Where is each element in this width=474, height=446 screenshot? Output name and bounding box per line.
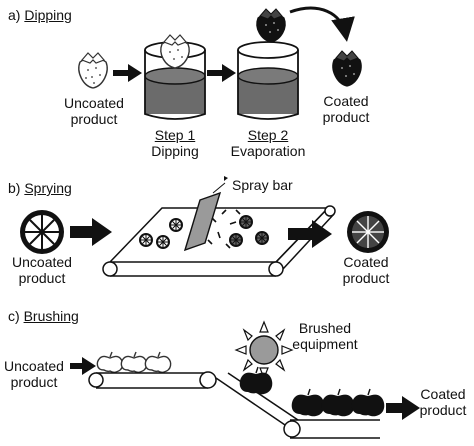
lower-brush-conveyor [283,419,380,439]
section-b-name: Sprying [24,180,72,196]
section-b-title: b) Sprying [8,180,72,196]
spray-bar-label: Spray bar [232,177,293,193]
dipping-strawberry-icon [160,34,190,69]
uncoated-strawberry-icon [78,52,108,89]
dipping-beaker [144,41,206,120]
coated-orange-icon [347,211,389,253]
brushed-apple-icon [239,366,273,395]
arrow-into-brushing [70,357,96,375]
coated-strawberry-icon [332,50,362,87]
spray-conveyor [102,205,336,277]
arrow-to-evaporation [207,64,236,82]
arrow-out-of-conveyor [288,220,332,248]
upper-brush-conveyor [88,371,217,389]
evaporation-beaker [237,41,299,120]
evaporating-strawberry-icon [256,8,286,43]
uncoated-orange-icon [20,210,64,254]
uncoated-apples [96,351,172,373]
section-c-name: Brushing [23,308,79,324]
arrow-to-dipping [113,64,142,82]
arrow-out-of-brushing [386,396,420,420]
coated-apples [291,388,385,417]
arrow-into-conveyor [70,218,112,246]
brush-chute [215,372,299,428]
spray-bar [183,176,228,252]
section-a-name: Dipping [24,7,72,23]
spray-droplets [207,209,241,249]
belt-orange-slices [139,215,269,249]
brush-equipment-icon [234,320,294,380]
curved-arrow-to-coated [289,6,355,42]
section-c-title: c) Brushing [8,308,79,324]
section-a-title: a) Dipping [8,7,72,23]
